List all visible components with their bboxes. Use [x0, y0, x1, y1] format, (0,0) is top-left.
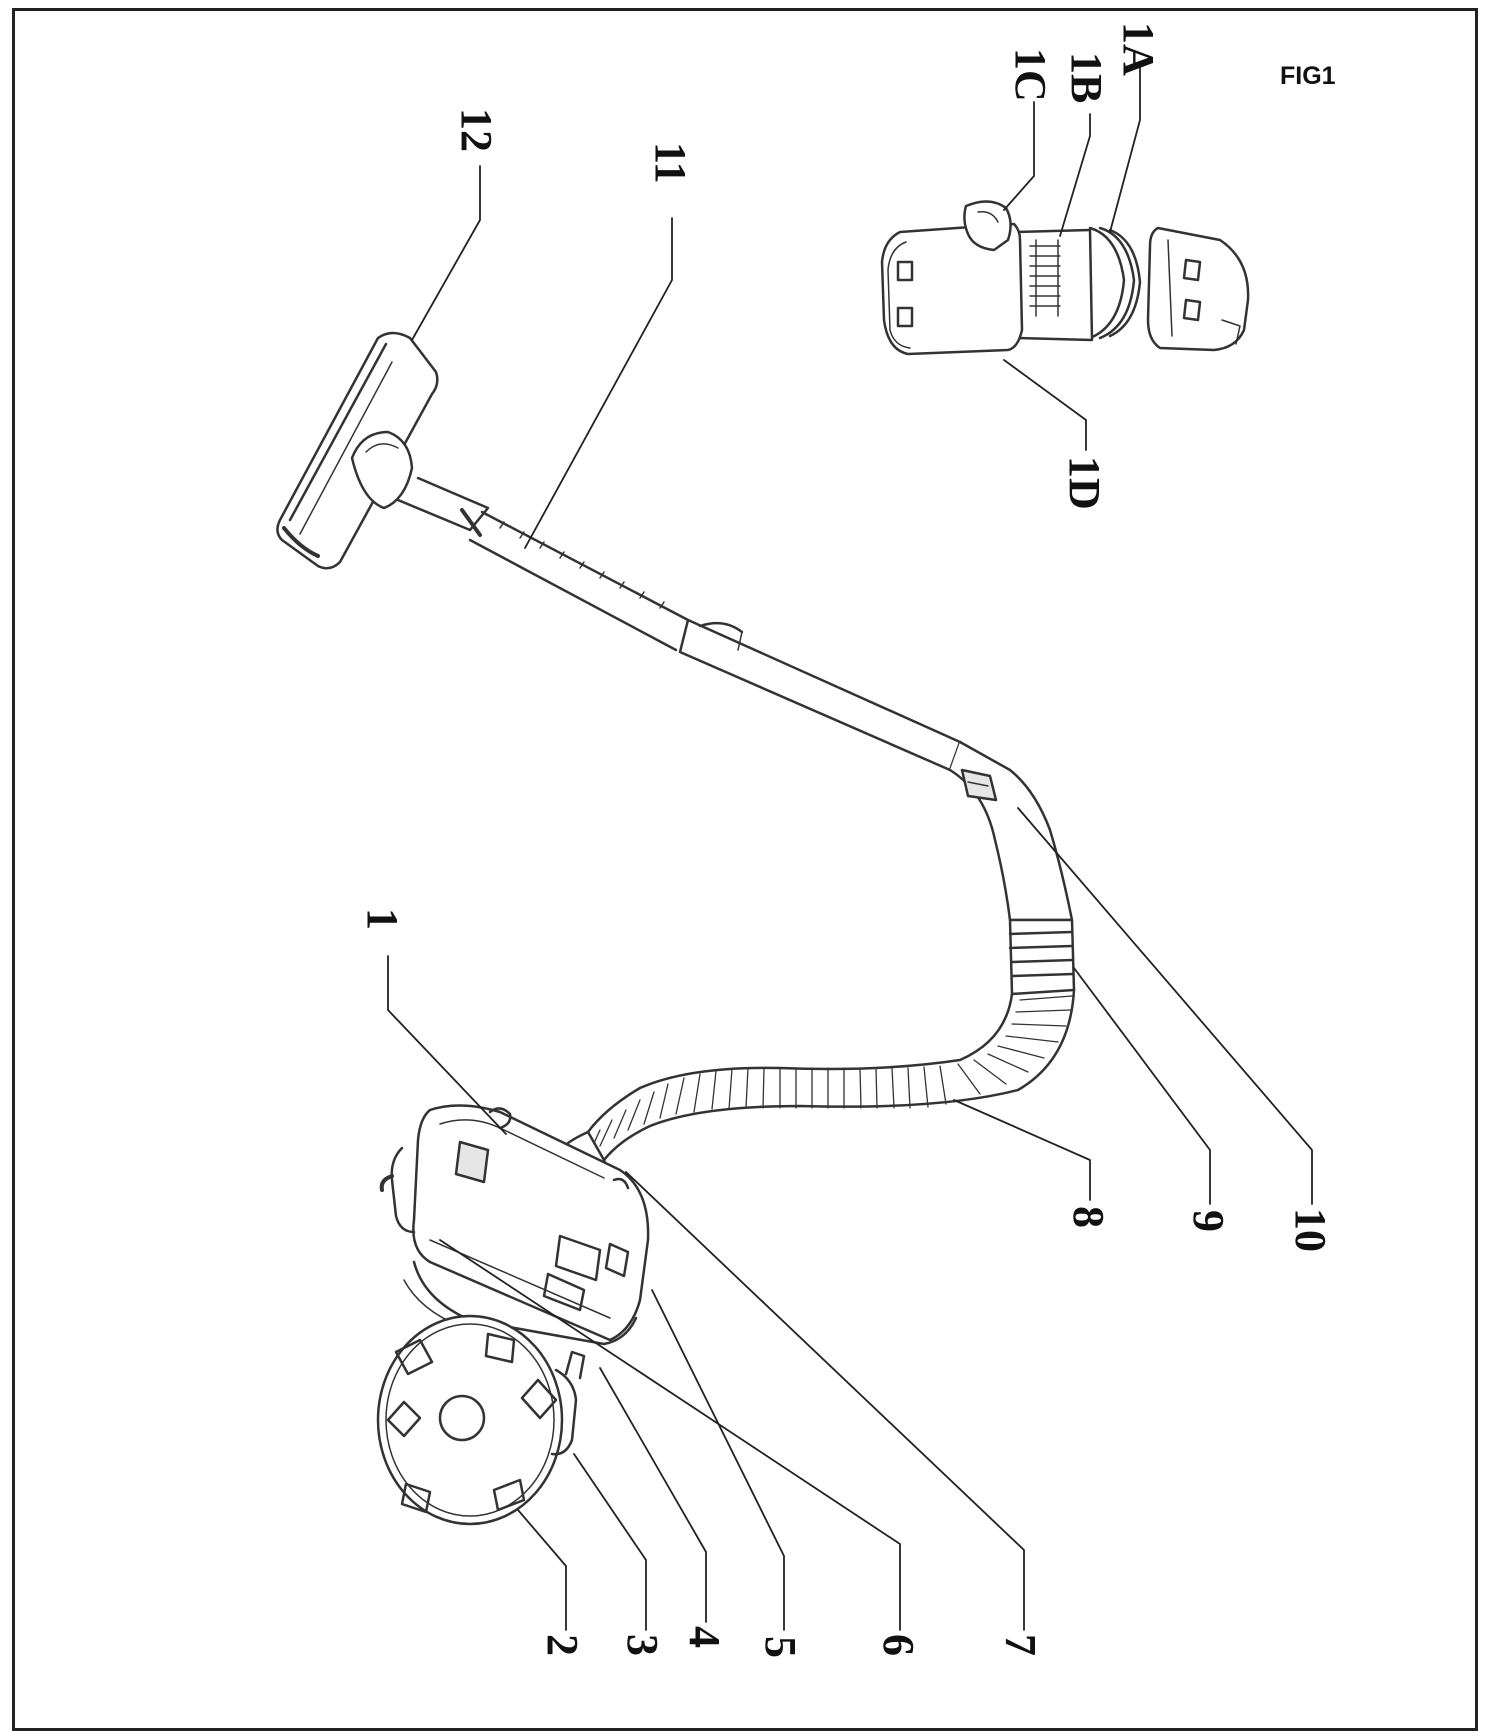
- callout-11: 11: [646, 142, 695, 184]
- handle-grip: [948, 740, 1074, 922]
- leader-lines: [387, 65, 1313, 1631]
- callout-6: 6: [874, 1634, 923, 1656]
- flexible-hose: [586, 988, 1076, 1162]
- exploded-dust-container: [880, 200, 1250, 356]
- callout-1D: 1D: [1060, 456, 1109, 510]
- callout-1: 1: [358, 908, 407, 930]
- callout-2: 2: [538, 1634, 587, 1656]
- callout-1B: 1B: [1062, 52, 1111, 103]
- rear-housing: [376, 1260, 638, 1526]
- floor-nozzle: [276, 331, 490, 570]
- callout-4: 4: [680, 1626, 729, 1648]
- callout-3: 3: [618, 1634, 667, 1656]
- callout-1C: 1C: [1006, 48, 1055, 102]
- callout-7: 7: [996, 1634, 1045, 1656]
- callout-1A: 1A: [1114, 22, 1163, 76]
- telescopic-tube: [468, 510, 962, 772]
- callout-9: 9: [1184, 1210, 1233, 1232]
- main-body: [379, 1104, 650, 1342]
- callout-8: 8: [1064, 1206, 1113, 1228]
- callout-5: 5: [756, 1636, 805, 1658]
- hose-connector: [1008, 918, 1076, 996]
- callout-numbers: 1 2 3 4 5 6 7 8 9 10 11 12 1A 1B 1C 1D: [358, 22, 1335, 1658]
- callout-10: 10: [1286, 1208, 1335, 1252]
- callout-12: 12: [452, 108, 501, 152]
- figure-label: FIG1: [1280, 62, 1336, 90]
